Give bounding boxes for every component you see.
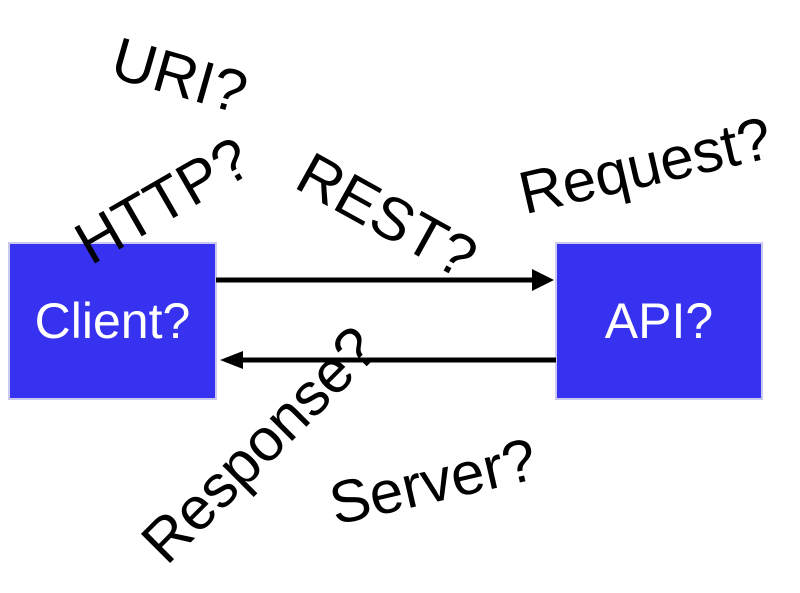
label-request: Request? [512,103,778,228]
label-rest: REST? [286,139,488,292]
client-node-label: Client? [34,293,191,349]
api-node: API? [555,242,763,400]
client-node: Client? [8,242,217,400]
label-server: Server? [323,425,543,538]
label-uri: URI? [104,24,255,127]
request-arrow [216,269,554,291]
api-node-label: API? [604,293,714,349]
